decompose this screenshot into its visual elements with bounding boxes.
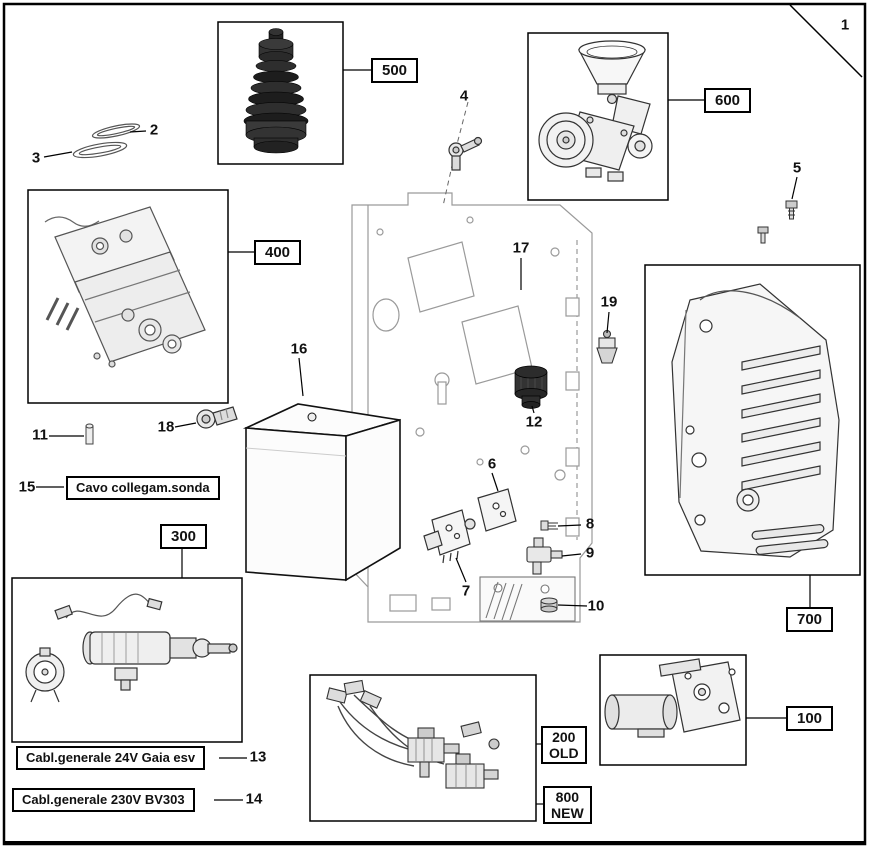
callout-7: 7: [461, 582, 471, 600]
screw-8-drawing: [540, 520, 558, 531]
group-box-100: [599, 654, 747, 766]
cap-10-drawing: [540, 597, 558, 613]
group-box-200-800: [309, 674, 537, 822]
label-box-probe-cable: Cavo collegam.sonda: [66, 476, 220, 500]
callout-4: 4: [459, 87, 469, 105]
label-box-cable-230v: Cabl.generale 230V BV303: [12, 788, 195, 812]
bracket-700-drawing: [671, 283, 840, 558]
pump-300-drawing: [25, 593, 238, 703]
callout-18: 18: [157, 418, 175, 436]
callout-10: 10: [587, 597, 605, 615]
fitting-4-drawing: [448, 136, 483, 171]
gasket-2-3-drawing: [72, 123, 141, 159]
ref-box-600: 600: [704, 88, 752, 113]
frame-backplate-drawing: [351, 192, 593, 623]
microswitch-6-7-drawing: [423, 488, 517, 564]
callout-3: 3: [31, 149, 41, 167]
callout-14: 14: [245, 790, 263, 808]
label-box-cable-24v: Cabl.generale 24V Gaia esv: [16, 746, 206, 770]
callout-16: 16: [290, 340, 308, 358]
callout-8: 8: [585, 515, 595, 533]
callout-13: 13: [249, 748, 267, 766]
harness-200-800-drawing: [326, 679, 500, 789]
ref-box-700: 700: [786, 607, 834, 632]
callout-17: 17: [512, 239, 530, 257]
group-box-400: [27, 189, 229, 404]
valve-9-drawing: [526, 537, 563, 575]
valve-500-drawing: [243, 28, 309, 154]
callout-5: 5: [792, 159, 802, 177]
motor-100-drawing: [604, 658, 741, 738]
group-box-500: [217, 21, 344, 165]
cover-box-16-drawing: [242, 403, 401, 582]
knob-12-drawing: [514, 365, 548, 409]
callout-15: 15: [18, 478, 36, 496]
manifold-block-drawing: [479, 576, 576, 622]
ref-box-300: 300: [160, 524, 208, 549]
callout-9: 9: [585, 544, 595, 562]
callout-1: 1: [840, 16, 850, 34]
corner-diagonal-line: [789, 4, 863, 78]
ref-800-number: 800: [555, 789, 580, 805]
ref-200-suffix: OLD: [549, 745, 579, 761]
ref-box-400: 400: [254, 240, 302, 265]
ref-box-500: 500: [371, 58, 419, 83]
group-box-700: [644, 264, 861, 576]
ref-box-800-new: 800 NEW: [543, 786, 592, 824]
group-box-300: [11, 577, 243, 743]
leader-lines: [36, 69, 811, 805]
ref-200-number: 200: [552, 729, 576, 745]
ref-box-100: 100: [786, 706, 834, 731]
elbow-18-drawing: [196, 406, 238, 429]
callout-2: 2: [149, 121, 159, 139]
group-box-600: [527, 32, 669, 201]
callout-19: 19: [600, 293, 618, 311]
callout-6: 6: [487, 455, 497, 473]
callout-11: 11: [32, 426, 48, 444]
part-group-boxes: [11, 21, 861, 822]
boiler-400-drawing: [44, 206, 206, 368]
grinder-600-drawing: [538, 40, 653, 182]
pin-11-drawing: [85, 423, 94, 445]
ref-800-suffix: NEW: [551, 805, 584, 821]
sensor-19-drawing: [596, 329, 618, 364]
callout-12: 12: [525, 413, 543, 431]
ref-box-200-old: 200 OLD: [541, 726, 587, 764]
screws-5-drawing: [757, 200, 798, 244]
